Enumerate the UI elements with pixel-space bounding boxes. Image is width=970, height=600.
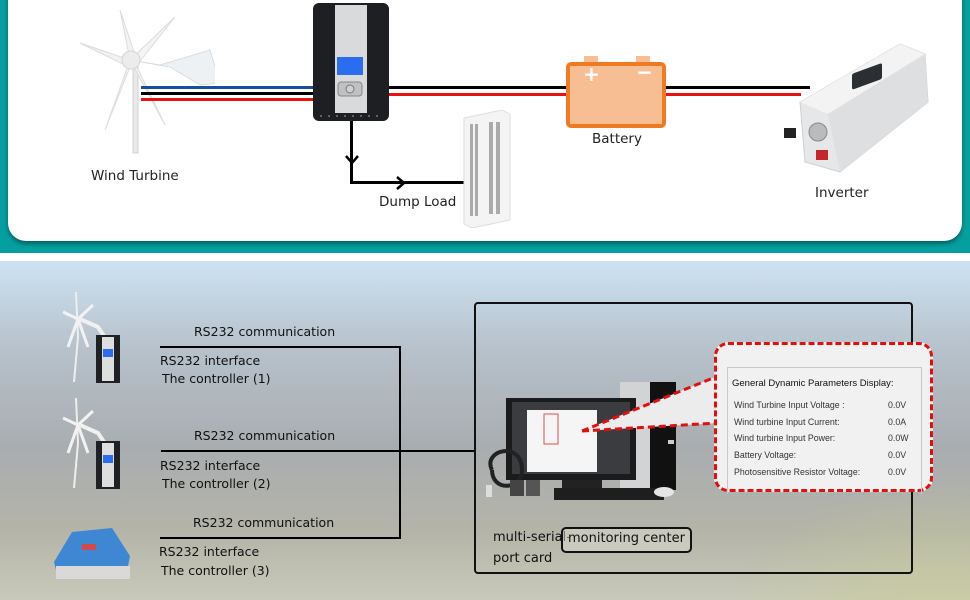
controller-3-image xyxy=(54,528,130,579)
controller-name-1: The controller (1) xyxy=(162,371,271,386)
rs232-bus-vertical xyxy=(399,346,401,539)
dump-load-label: Dump Load xyxy=(379,194,457,210)
callout-pointer xyxy=(581,374,719,433)
param-value: 0.0V xyxy=(888,450,907,460)
rs232-communication-label-1: RS232 communication xyxy=(194,324,336,339)
serial-card-label-line1: multi-serial- xyxy=(493,530,571,545)
inverter-label: Inverter xyxy=(815,185,869,201)
wire-black-out xyxy=(389,86,569,89)
controller-2-image xyxy=(62,397,120,489)
rs232-line-1 xyxy=(160,346,401,348)
battery-negative-icon: − xyxy=(636,60,653,84)
param-label: Wind turbine Input Power: xyxy=(734,433,836,443)
param-value: 0.0A xyxy=(888,417,907,427)
rs232-line-3 xyxy=(160,537,401,539)
controller-name-2: The controller (2) xyxy=(162,476,271,491)
controller-name-3: The controller (3) xyxy=(161,563,270,578)
wind-turbine-image xyxy=(79,9,215,154)
wire-red-inverter xyxy=(664,93,801,96)
dump-load-wire-vertical xyxy=(350,121,353,183)
inverter-image xyxy=(784,43,929,173)
arrow-down-icon xyxy=(345,155,359,165)
serial-card-label-line2: port card xyxy=(493,551,553,566)
wind-turbine-label: Wind Turbine xyxy=(91,168,179,184)
rs232-line-2 xyxy=(161,450,475,452)
param-value: 0.0V xyxy=(888,467,907,477)
dump-load-image xyxy=(463,110,511,228)
section-divider xyxy=(0,253,970,261)
param-label: Wind turbine Input Current: xyxy=(734,417,840,427)
param-label: Photosensitive Resistor Voltage: xyxy=(734,467,861,477)
battery-image xyxy=(566,56,666,128)
parameters-display-popup: General Dynamic Parameters Display: Wind… xyxy=(714,342,933,494)
battery-positive-icon: + xyxy=(583,62,600,86)
param-label: Battery Voltage: xyxy=(734,450,797,460)
param-label: Wind Turbine Input Voltage : xyxy=(734,400,845,410)
battery-label: Battery xyxy=(592,131,642,147)
parameters-title: General Dynamic Parameters Display: xyxy=(732,378,894,389)
wire-black-inverter xyxy=(664,86,810,89)
wire-black xyxy=(141,92,313,95)
parameters-panel: General Dynamic Parameters Display: Wind… xyxy=(727,367,922,494)
rs232-interface-label-2: RS232 interface xyxy=(160,458,261,473)
param-value: 0.0V xyxy=(888,400,907,410)
controller-1-image xyxy=(62,291,120,383)
rs232-communication-label-3: RS232 communication xyxy=(193,515,335,530)
param-value: 0.0W xyxy=(888,433,909,443)
monitoring-center-label: monitoring center xyxy=(561,527,692,553)
charge-controller-image xyxy=(313,3,389,121)
arrow-right-icon xyxy=(396,176,406,190)
rs232-communication-label-2: RS232 communication xyxy=(194,428,336,443)
wire-red-out xyxy=(389,93,569,96)
dump-load-wire-horizontal xyxy=(350,181,466,184)
computer-image xyxy=(486,382,676,500)
wire-red xyxy=(141,98,313,101)
rs232-interface-label-1: RS232 interface xyxy=(160,353,261,368)
rs232-interface-label-3: RS232 interface xyxy=(159,544,260,559)
wire-blue xyxy=(141,86,313,89)
